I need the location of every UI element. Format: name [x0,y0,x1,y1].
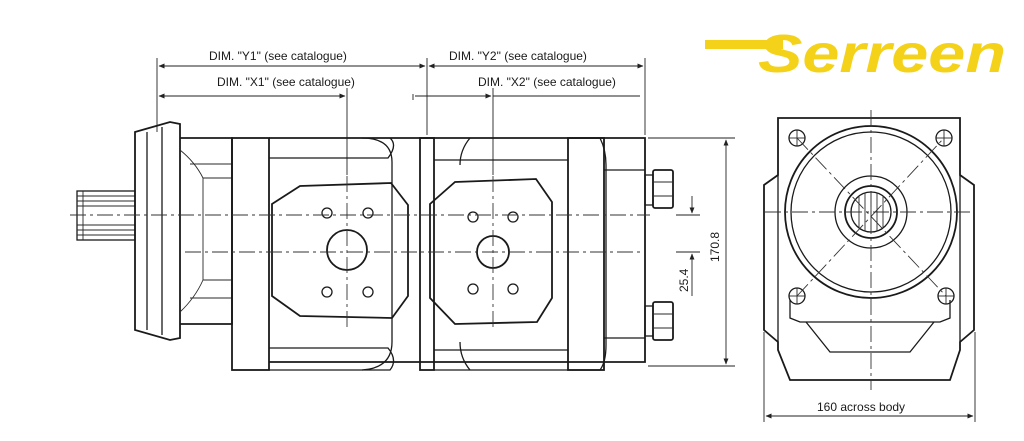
width-dimension-lines [763,332,976,422]
dim-height-label: 170.8 [708,232,722,262]
dim-y1-label: DIM. "Y1" (see catalogue) [209,49,347,63]
tie-bolt-top [644,169,674,209]
logo-wordmark: Serreen [758,24,1006,84]
top-dimension-lines [156,58,646,175]
splined-shaft [76,190,136,241]
dim-y2-label: DIM. "Y2" (see catalogue) [449,49,587,63]
tie-bolt-bottom [644,301,674,341]
logo-stripe [705,40,783,49]
dim-x1-label: DIM. "X1" (see catalogue) [217,75,355,89]
dim-offset-label: 25.4 [677,268,691,292]
serreen-logo: Serreen [705,24,1006,84]
pump-front-view [763,110,975,390]
dim-x2-label: DIM. "X2" (see catalogue) [478,75,616,89]
height-dimension-lines [648,137,735,367]
pump-side-view [70,121,674,371]
dim-width-label: 160 across body [817,400,905,414]
